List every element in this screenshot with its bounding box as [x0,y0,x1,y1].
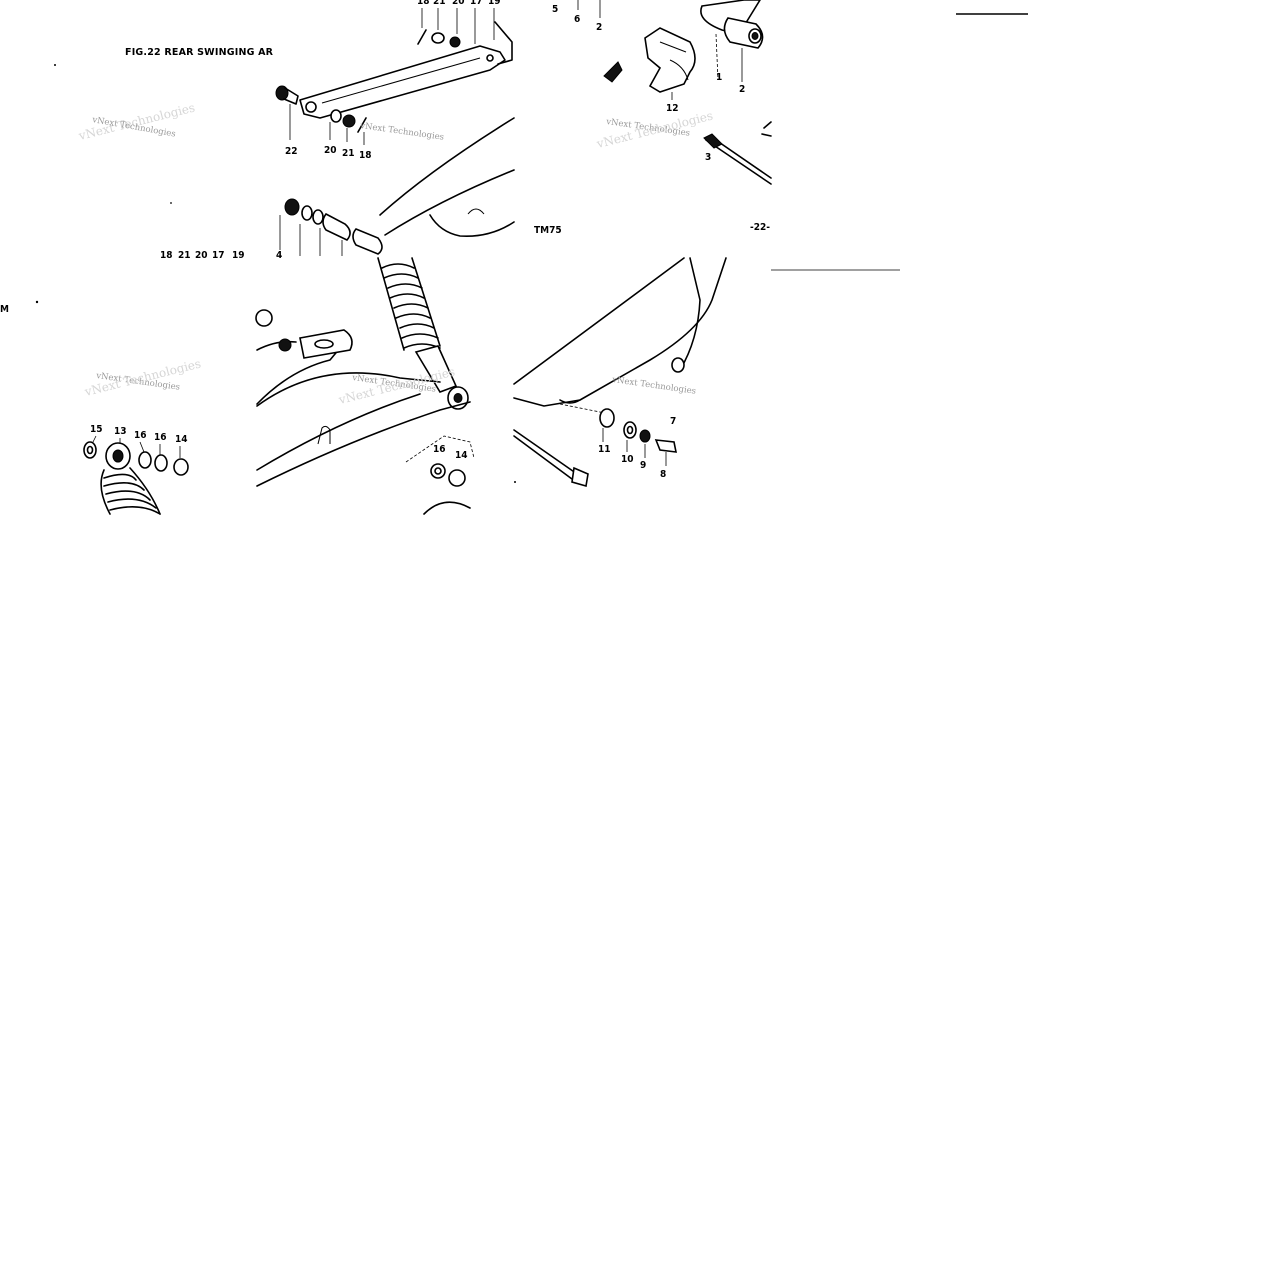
torque-link-arm [299,45,506,119]
callout-13: 13 [114,426,127,437]
speck [54,64,56,66]
callout-1: 1 [716,72,722,83]
callout-18: 18 [160,250,173,261]
callout-22: 22 [285,146,298,157]
washer [154,454,168,472]
callout-21: 21 [342,148,355,159]
callout-20: 20 [324,145,337,156]
tile-torque-link: 18 21 20 17 19 22 20 21 18 vNext T [275,0,515,261]
callout-18: 18 [359,150,372,161]
cap-nut [173,458,189,476]
tile-shock-absorber: vNext Technologies vNext Technologies 16… [255,257,475,515]
washer [301,205,313,221]
callout-5: 5 [552,4,558,15]
callout-15: 15 [90,424,103,435]
callout-19: 19 [488,0,501,7]
cotter-pin [357,117,367,133]
cotter-pin [417,29,427,45]
callout-16: 16 [433,444,446,455]
watermark-text: vNext Technologies [359,121,445,143]
callout-18: 18 [417,0,430,7]
washer [431,32,445,44]
figure-title: FIG.22 REAR SWINGING AR [125,47,274,58]
tile-chain-case: vNext Technologies 7 11 10 9 8 [513,257,727,488]
bolt [654,439,678,453]
watermark-ghost: vNext Technologies [594,108,714,151]
nut [284,198,300,216]
callout-2: 2 [739,84,745,95]
washer [599,408,615,428]
callout-20: 20 [452,0,465,7]
bolt-head [275,85,289,101]
nut [342,114,356,128]
tile-shock-mount: M vNext Technologies vNext Technologies … [0,300,202,515]
washer [330,109,342,123]
direction-arrow-icon [603,61,623,83]
link-hole [305,101,317,113]
callout-4: 4 [276,250,282,261]
callout-10: 10 [621,454,634,465]
callout-14: 14 [455,450,468,461]
callout-21: 21 [178,250,191,261]
callout-16: 16 [154,432,167,443]
callout-7: 7 [670,416,676,427]
bushing [322,212,351,241]
callout-21: 21 [433,0,446,7]
callout-19: 19 [232,250,245,261]
lock-washer [639,429,651,443]
washer [312,209,324,225]
callout-2: 2 [596,22,602,33]
callout-3: 3 [705,152,711,163]
callout-11: 11 [598,444,611,455]
cap-nut [448,469,466,487]
callout-9: 9 [640,460,646,471]
chain-case-edge [513,257,685,385]
model-code: TM75 [534,225,562,236]
page-number: -22- [750,222,770,233]
watermark-text: vNext Technologies [611,375,697,397]
link-hole [486,54,494,62]
nut [449,36,461,48]
callout-12: 12 [666,103,679,114]
axle-nut [571,466,589,488]
callout-20: 20 [195,250,208,261]
callout-14: 14 [175,434,188,445]
edge-fragment: M [0,304,9,315]
callout-8: 8 [660,469,666,480]
callout-17: 17 [212,250,225,261]
tile-pivot-bracket: 5 6 2 12 1 2 3 vNext Technologies vNext … [534,0,1028,271]
callout-6: 6 [574,14,580,25]
speck [170,202,172,204]
tile-title-area: FIG.22 REAR SWINGING AR vNext Technologi… [54,47,274,261]
bushing [352,228,383,255]
washer [138,451,152,469]
callout-16: 16 [134,430,147,441]
callout-17: 17 [470,0,483,7]
shock-spring [100,469,111,515]
nut [278,338,292,352]
shock-body [414,345,458,393]
